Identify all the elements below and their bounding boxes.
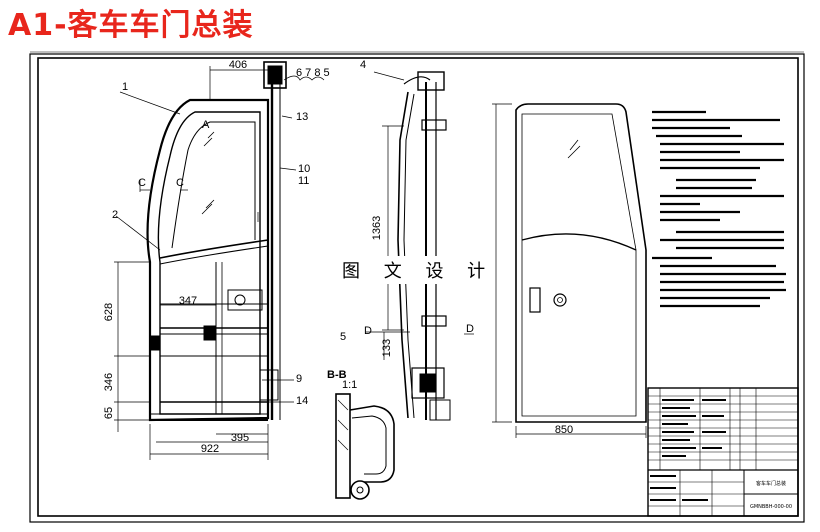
front-dimension-texts: 406 6 7 8 5 347 628 346 65 395 922 1 2 1…	[103, 59, 330, 455]
section-d-bottom: D	[466, 323, 474, 335]
inner-frame	[37, 57, 799, 517]
callout-9: 9	[296, 373, 302, 385]
callout-10: 10	[298, 163, 310, 175]
dim-628: 628	[103, 303, 115, 321]
section-c-right: C	[176, 177, 184, 189]
title-block	[647, 387, 799, 517]
dim-top-parts: 6 7 8 5	[296, 67, 330, 79]
section-a: A	[202, 119, 210, 131]
dim-850: 850	[555, 424, 573, 436]
page-title: A1-客车车门总装	[8, 8, 254, 43]
title-block-drawing-name: 客车车门总装	[756, 480, 786, 487]
callout-5: 5	[340, 331, 346, 343]
dim-mid-width: 347	[179, 295, 197, 307]
callout-4: 4	[360, 59, 366, 71]
dim-346: 346	[103, 373, 115, 391]
outer-frame	[29, 53, 805, 523]
dim-395: 395	[231, 432, 249, 444]
callout-11: 11	[298, 175, 309, 187]
technical-notes	[652, 110, 786, 308]
side-dimension-texts: 1363 133 4 5 D D	[340, 59, 474, 357]
callout-1: 1	[122, 81, 128, 93]
door-front-view	[146, 61, 287, 422]
title-block-fills	[650, 399, 726, 501]
front-dimension-lines	[114, 66, 325, 460]
callout-13: 13	[296, 111, 308, 123]
dim-65: 65	[103, 407, 115, 419]
dim-1363: 1363	[371, 216, 383, 240]
door-elevation	[492, 103, 647, 438]
section-c-left: C	[138, 177, 146, 189]
title-block-drawing-number: GMNBBH-000-00	[750, 504, 792, 510]
section-d-top: D	[364, 325, 372, 337]
dim-top-width: 406	[229, 59, 247, 71]
callout-14: 14	[296, 395, 308, 407]
section-bb-scale: 1:1	[342, 379, 357, 391]
section-bb: B-B 1:1	[327, 369, 395, 500]
watermark-box	[336, 256, 484, 284]
door-side-view	[366, 71, 474, 421]
dim-133: 133	[381, 339, 393, 357]
dim-922: 922	[201, 443, 219, 455]
section-bb-title: B-B	[327, 369, 347, 381]
watermark-text: 图 文 设 计	[342, 261, 494, 282]
callout-2: 2	[112, 209, 118, 221]
